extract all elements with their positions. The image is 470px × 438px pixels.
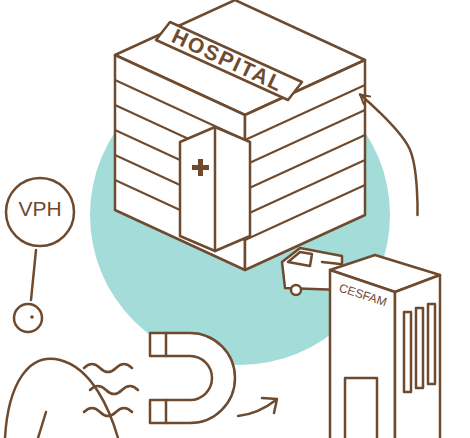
- flow-arrow: [238, 398, 277, 416]
- hospital-box: HOSPITAL: [110, 0, 360, 270]
- node-label: HOSPITAL: [169, 25, 287, 95]
- cesfam-building: [330, 255, 440, 438]
- node-label: VPH: [18, 198, 61, 219]
- magnet: [150, 333, 235, 423]
- attraction-waves: [84, 364, 138, 416]
- node-label: CESFAM: [338, 282, 389, 309]
- person: [5, 230, 118, 438]
- bubble-circle: [6, 178, 74, 246]
- speech-bubble: VPH: [4, 176, 76, 248]
- cesfam-box: CESFAM: [275, 215, 465, 438]
- curved-arrow: [360, 95, 418, 216]
- hospital-building: [115, 0, 365, 270]
